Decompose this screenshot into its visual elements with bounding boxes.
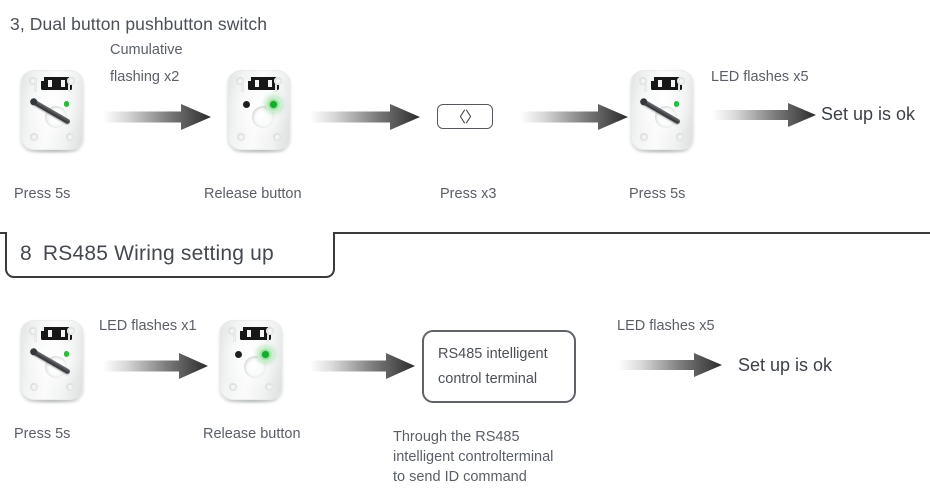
device-led-indicator-glowing: [266, 97, 281, 112]
device-slot-left: [233, 334, 236, 342]
device-screw-bottom-left: [237, 133, 245, 141]
device-screw-bottom-left: [30, 383, 38, 391]
connector-notch-left: [41, 327, 44, 331]
device-shadow: [24, 397, 82, 404]
connector-notch-left: [651, 77, 654, 81]
device-illustration-step-1: [17, 68, 89, 154]
device-screw-top-right: [274, 77, 282, 85]
result-text-section-1: Set up is ok: [821, 104, 916, 124]
device-body: [220, 320, 282, 400]
device-screw-top-left: [236, 77, 244, 85]
section-2-title: RS485 Wiring setting up: [42, 242, 274, 265]
pushbutton-switch-icon: 〈〉: [437, 104, 493, 129]
section-divider-rule: [0, 232, 930, 234]
section-2-header-text: 8 RS485 Wiring setting up: [7, 242, 274, 266]
device-screw-bottom-right: [273, 133, 281, 141]
rs485-note-line-1: Through the RS485: [393, 429, 520, 445]
device-shadow: [223, 397, 281, 404]
result-text-section-2: Set up is ok: [738, 355, 833, 375]
device-illustration-step-2-1: [17, 318, 89, 404]
rs485-note-line-2: intelligent controlterminal: [393, 449, 554, 465]
terminal-box-line-1: RS485 intelligent: [438, 346, 548, 362]
device-center-button-released: [244, 356, 266, 378]
flow-arrow-1-1: [103, 104, 211, 130]
connector-notch-left: [240, 327, 243, 331]
device-body: [228, 70, 290, 150]
rs485-terminal-box: RS485 intelligent control terminal: [422, 330, 576, 403]
device-slot-right: [274, 84, 277, 92]
device-body: [21, 70, 83, 150]
device-screw-top-right: [67, 77, 75, 85]
arrow-label-1-1-line2: flashing x2: [110, 69, 180, 85]
device-led-indicator-glowing: [258, 347, 273, 362]
connector-notch-left: [248, 77, 251, 81]
rs485-note: Through the RS485 intelligent controlter…: [393, 427, 553, 487]
step-caption-1-3: Press x3: [440, 186, 497, 202]
device-slot-left: [241, 84, 244, 92]
device-body: [631, 70, 693, 150]
device-led-indicator-dim: [673, 101, 679, 107]
device-dark-indicator-dot: [243, 101, 250, 108]
arrow-label-1-3: LED flashes x5: [711, 69, 809, 85]
device-body: [21, 320, 83, 400]
device-screw-top-right: [266, 327, 274, 335]
switch-icon-glyph: 〈〉: [450, 109, 480, 126]
device-slot-right: [67, 84, 70, 92]
rs485-note-line-3: to send ID command: [393, 469, 527, 485]
device-led-indicator-dim: [63, 101, 69, 107]
arrow-label-1-1-line1: Cumulative: [110, 42, 183, 58]
device-slot-right: [266, 334, 269, 342]
flow-arrow-1-4: [712, 103, 816, 127]
step-caption-1-1: Press 5s: [14, 186, 71, 202]
flow-arrow-1-3: [520, 104, 628, 130]
device-screw-bottom-right: [265, 383, 273, 391]
device-led-indicator-dim: [63, 351, 69, 357]
device-slot-left: [644, 84, 647, 92]
arrow-label-2-3: LED flashes x5: [617, 318, 715, 334]
device-illustration-step-2-2: [216, 318, 288, 404]
device-screw-top-left: [29, 77, 37, 85]
terminal-box-line-2: control terminal: [438, 371, 538, 387]
step-caption-1-4: Press 5s: [629, 186, 686, 202]
device-center-button-released: [252, 106, 274, 128]
device-screw-top-left: [29, 327, 37, 335]
arrow-label-2-1: LED flashes x1: [99, 318, 197, 334]
step-caption-2-1: Press 5s: [14, 426, 71, 442]
device-screw-bottom-left: [30, 133, 38, 141]
device-slot-left: [34, 334, 37, 342]
device-screw-top-right: [677, 77, 685, 85]
section-1-title: 3, Dual button pushbutton switch: [10, 14, 268, 34]
flow-arrow-2-1: [103, 353, 208, 379]
step-caption-1-2: Release button: [204, 186, 302, 202]
section-2-header-tab: 8 RS485 Wiring setting up: [5, 232, 335, 278]
connector-notch-left: [41, 77, 44, 81]
device-screw-bottom-right: [676, 133, 684, 141]
flow-arrow-2-3: [618, 353, 722, 377]
flow-arrow-2-2: [310, 353, 415, 379]
device-dark-indicator-dot: [235, 351, 242, 358]
step-caption-2-2: Release button: [203, 426, 301, 442]
device-screw-top-left: [228, 327, 236, 335]
device-screw-bottom-left: [640, 133, 648, 141]
device-shadow: [634, 147, 692, 154]
device-illustration-step-2: [224, 68, 296, 154]
device-screw-bottom-left: [229, 383, 237, 391]
device-screw-bottom-right: [66, 133, 74, 141]
device-screw-bottom-right: [66, 383, 74, 391]
flow-arrow-1-2: [310, 104, 420, 130]
device-screw-top-right: [67, 327, 75, 335]
device-slot-right: [67, 334, 70, 342]
device-shadow: [231, 147, 289, 154]
device-screw-top-left: [639, 77, 647, 85]
device-shadow: [24, 147, 82, 154]
device-slot-right: [677, 84, 680, 92]
device-illustration-step-4: [627, 68, 699, 154]
device-slot-left: [34, 84, 37, 92]
section-2-number: 8: [20, 242, 32, 265]
